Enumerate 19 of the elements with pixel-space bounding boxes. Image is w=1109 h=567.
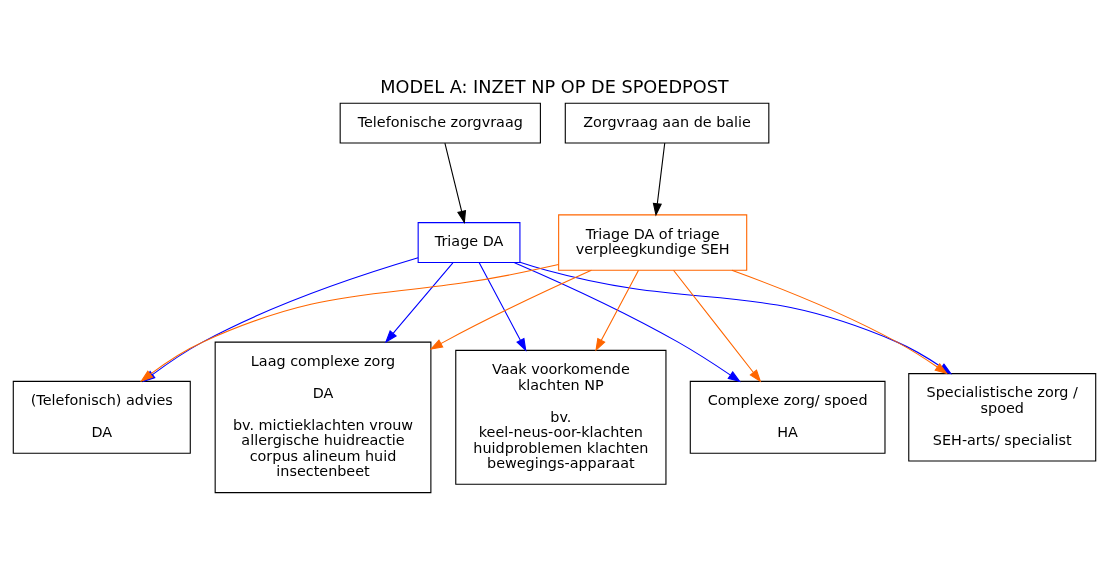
arrow xyxy=(478,262,527,352)
arrow xyxy=(429,269,592,350)
arrow xyxy=(652,142,666,217)
arrow xyxy=(444,142,467,224)
arrow xyxy=(513,262,741,383)
node-box: Triage DA of triage verpleegkundige SEH xyxy=(558,214,748,271)
arrow xyxy=(384,262,454,344)
node-box: Triage DA xyxy=(417,222,521,264)
node-box: Complexe zorg/ spoed HA xyxy=(689,380,886,454)
node-box: Zorgvraag aan de balie xyxy=(564,102,770,144)
arrow xyxy=(595,269,640,352)
arrow xyxy=(731,269,948,375)
arrow xyxy=(672,269,762,383)
node-box: (Telefonisch) advies DA xyxy=(12,380,191,454)
node-box: Laag complexe zorg DA bv. mictieklachten vrouw allergische huidreactie corpus alineum huid insectenbeet xyxy=(214,341,432,494)
node-box: Specialistische zorg / spoed SEH-arts/ specialist xyxy=(908,373,1097,462)
node-box: Vaak voorkomende klachten NP bv. keel-neus-oor-klachten huidproblemen klachten bewegings-apparaat xyxy=(455,349,667,485)
diagram-title: MODEL A: INZET NP OP DE SPOEDPOST xyxy=(380,77,729,98)
node-box: Telefonische zorgvraag xyxy=(339,102,541,144)
